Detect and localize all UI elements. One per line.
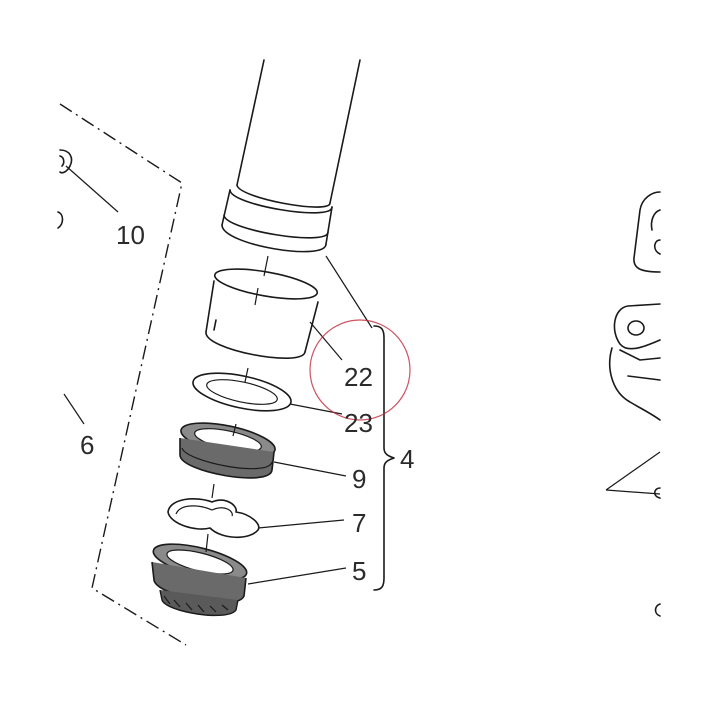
leader-lines (63, 165, 373, 585)
callout-10: 10 (116, 220, 145, 250)
callout-23: 23 (344, 408, 373, 438)
part-9-seal (179, 422, 276, 479)
group-bracket-4 (373, 325, 395, 591)
callout-22: 22 (344, 362, 373, 392)
part-5-wiper (151, 543, 248, 617)
center-axis-line (205, 255, 269, 553)
fork-tube (221, 59, 361, 253)
callout-7: 7 (352, 508, 366, 538)
callout-9: 9 (352, 464, 366, 494)
part-23-washer (192, 372, 292, 412)
part-22-bushing (205, 268, 319, 359)
part-7-clip (167, 498, 260, 539)
part-10-fragment (57, 149, 73, 229)
right-part-fragment (605, 191, 661, 617)
highlight-circle (309, 319, 411, 421)
callout-5: 5 (352, 556, 366, 586)
assembly-outline-dashdot (59, 103, 187, 646)
callout-6: 6 (80, 430, 94, 460)
callout-4: 4 (400, 444, 414, 474)
